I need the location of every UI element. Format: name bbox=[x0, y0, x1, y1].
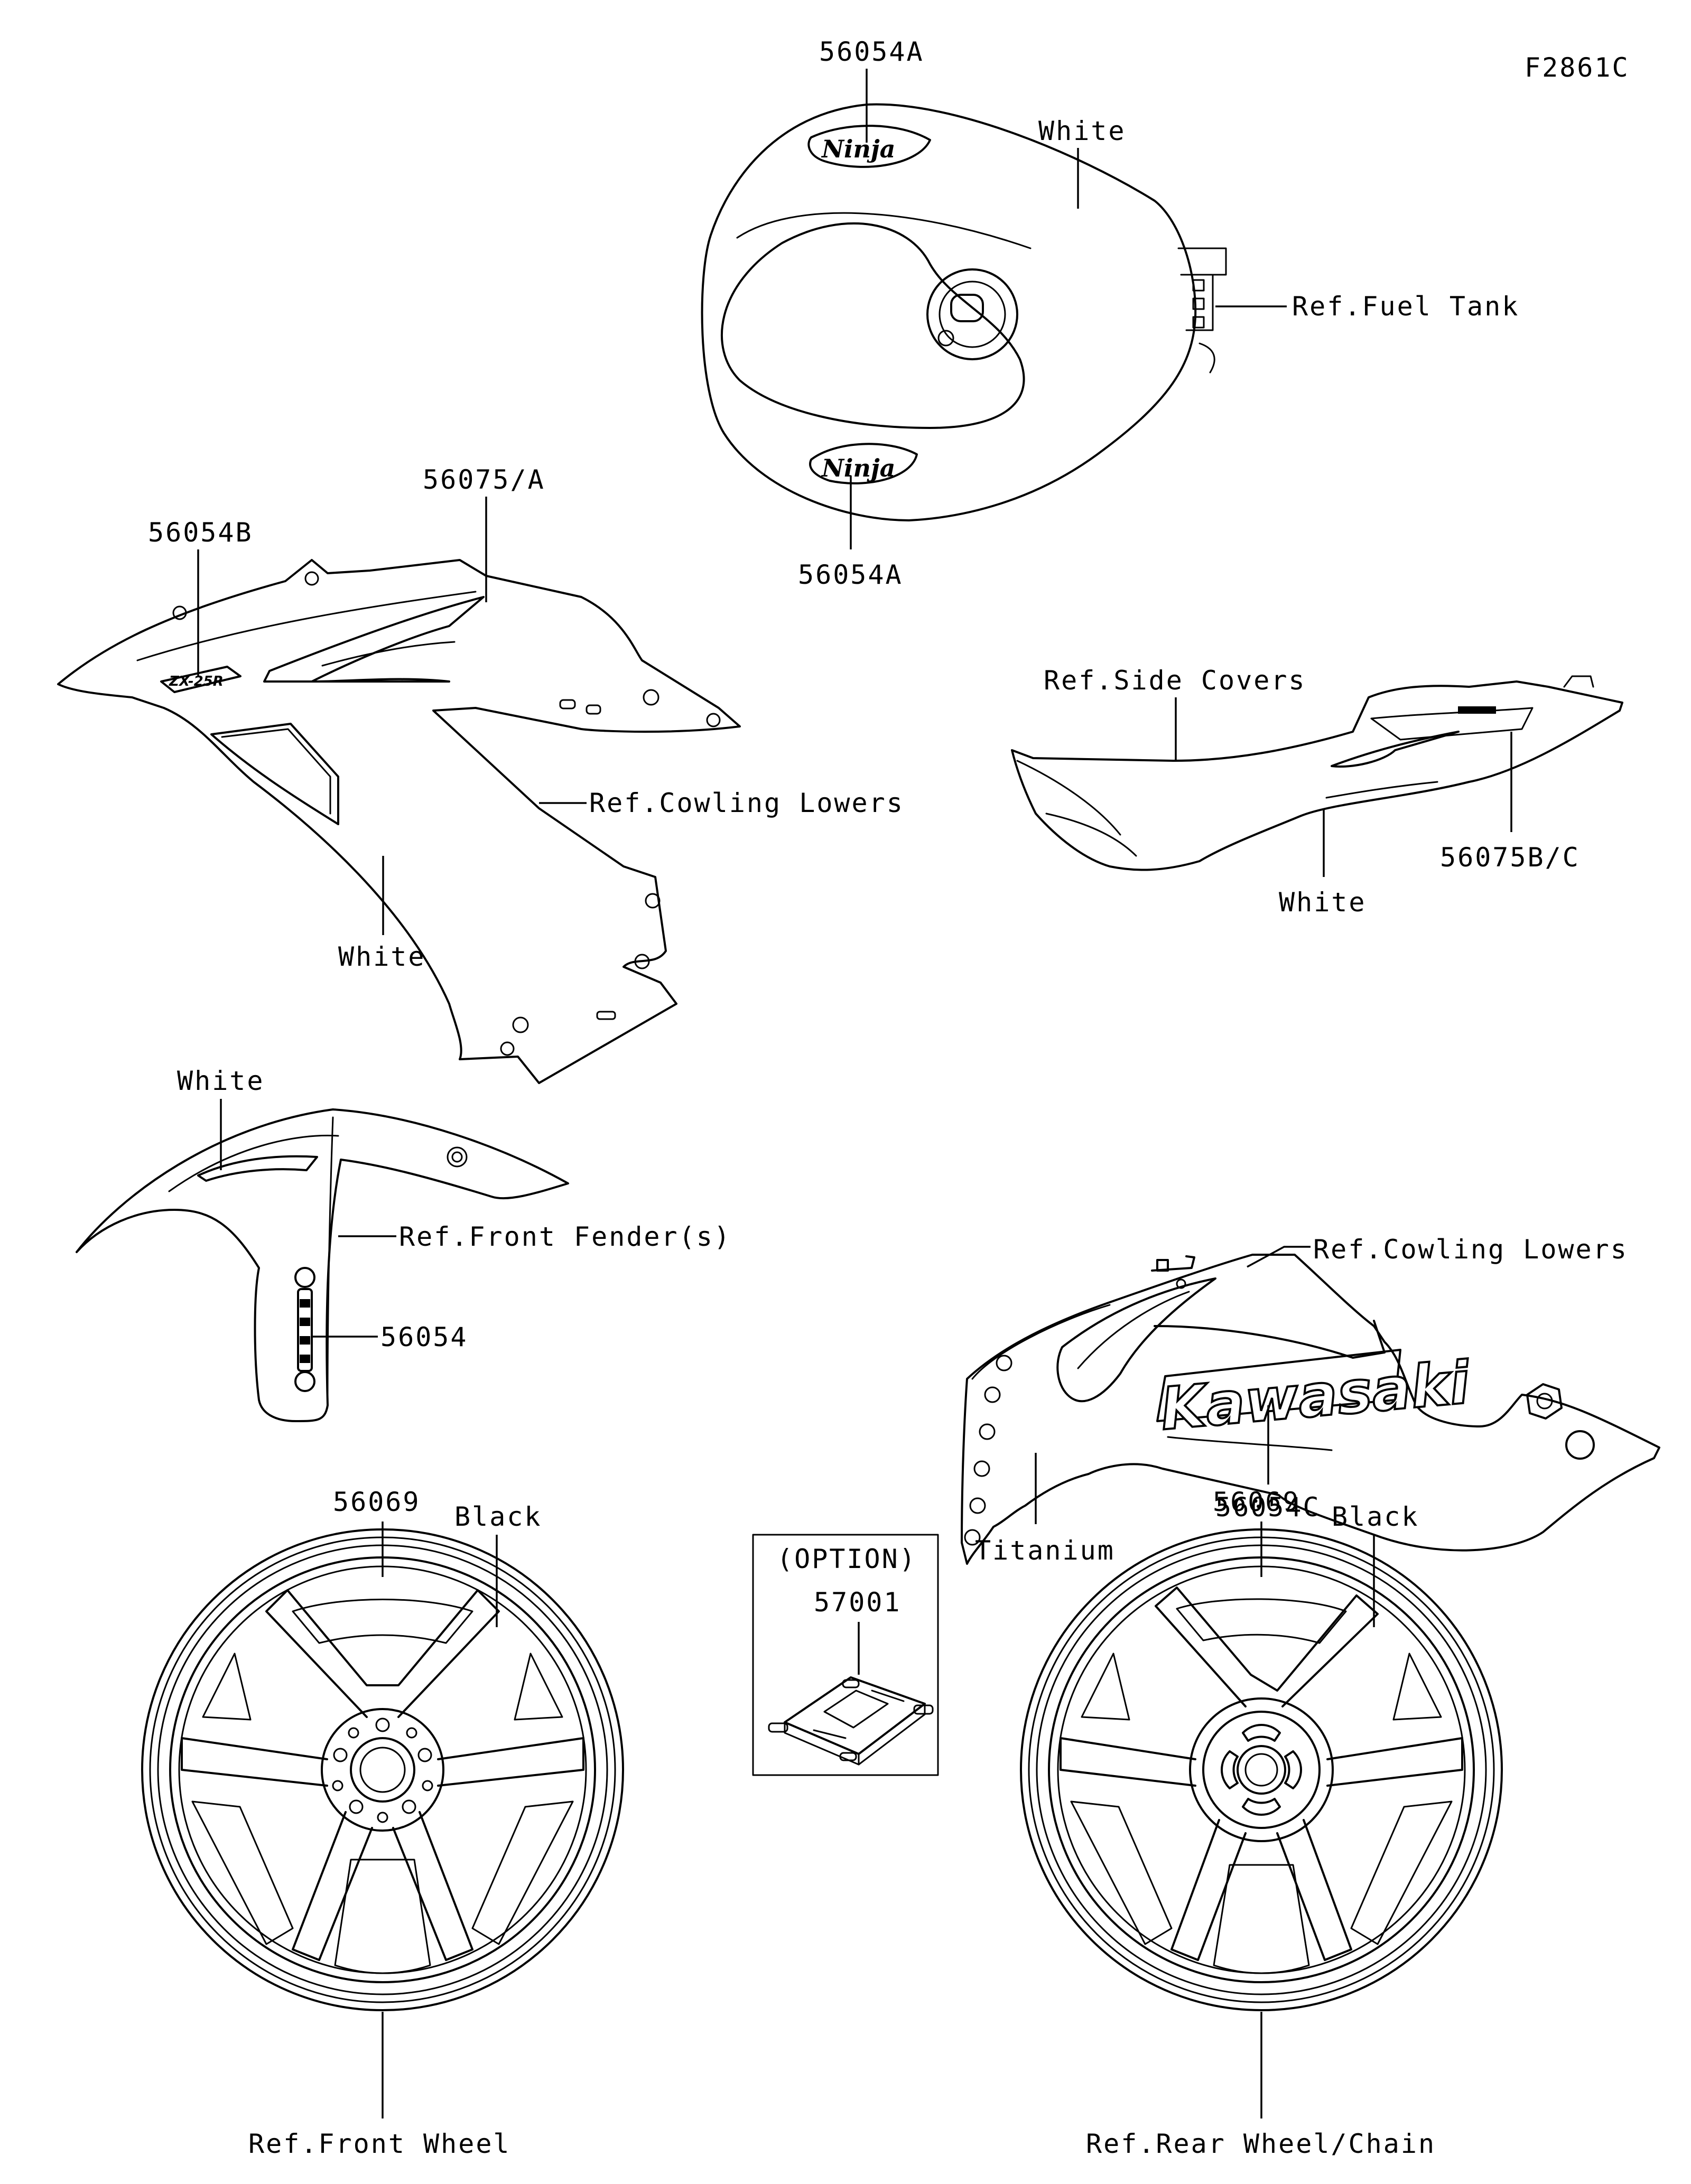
label-side-white: White bbox=[1279, 887, 1367, 918]
front-fender-drawing bbox=[76, 1108, 569, 1422]
label-cowl-white: White bbox=[338, 941, 426, 972]
label-fw-56069: 56069 bbox=[333, 1487, 421, 1517]
label-56075b-c: 56075B/C bbox=[1440, 842, 1580, 873]
label-56054b: 56054B bbox=[148, 517, 253, 548]
zx25r-emblem: ZX-25R bbox=[169, 674, 224, 689]
leader-lower-ref bbox=[1247, 1246, 1311, 1268]
front-wheel-drawing bbox=[141, 1528, 624, 2011]
label-56054: 56054 bbox=[380, 1322, 468, 1352]
label-rw-56069: 56069 bbox=[1213, 1487, 1300, 1517]
label-option: (OPTION) bbox=[777, 1544, 917, 1574]
option-part-57001-drawing bbox=[768, 1676, 934, 1766]
label-rw-black: Black bbox=[1332, 1501, 1419, 1532]
label-56054c: 56054C bbox=[1215, 1492, 1321, 1523]
figure-code: F2861C bbox=[1525, 52, 1630, 83]
label-ref-side-covers: Ref.Side Covers bbox=[1044, 665, 1306, 696]
label-ref-fuel-tank: Ref.Fuel Tank bbox=[1292, 291, 1519, 322]
label-lower-titanium: Titanium bbox=[975, 1535, 1115, 1566]
label-57001: 57001 bbox=[814, 1587, 902, 1618]
rear-wheel-spokes bbox=[1060, 1586, 1463, 1974]
label-ref-rear-wheel-chain: Ref.Rear Wheel/Chain bbox=[1086, 2129, 1436, 2159]
front-wheel-spokes bbox=[181, 1589, 584, 1974]
label-56075-a: 56075/A bbox=[423, 464, 545, 495]
ninja-emblem-top: Ninja bbox=[821, 135, 895, 163]
rear-wheel-drawing bbox=[1020, 1528, 1503, 2011]
label-ref-cowling-lowers-1: Ref.Cowling Lowers bbox=[589, 788, 904, 818]
label-ref-front-wheel: Ref.Front Wheel bbox=[248, 2129, 511, 2159]
label-ref-front-fender: Ref.Front Fender(s) bbox=[399, 1221, 731, 1252]
option-box: (OPTION) 57001 bbox=[752, 1534, 939, 1776]
label-tank-white: White bbox=[1038, 116, 1126, 146]
label-fender-white: White bbox=[177, 1066, 265, 1096]
ninja-emblem-bottom: Ninja bbox=[821, 454, 895, 482]
kawasaki-emblem: Kawasaki bbox=[1158, 1349, 1473, 1443]
label-56054a-top: 56054A bbox=[819, 36, 924, 67]
label-fw-black: Black bbox=[454, 1501, 542, 1532]
label-56054a-bottom: 56054A bbox=[798, 559, 903, 590]
label-ref-cowling-lowers-2: Ref.Cowling Lowers bbox=[1313, 1234, 1628, 1265]
upper-cowling-drawing: ZX-25R bbox=[57, 559, 741, 1084]
fuel-tank-drawing: Ninja Ninja bbox=[701, 103, 1227, 521]
side-covers-drawing bbox=[1011, 675, 1623, 871]
